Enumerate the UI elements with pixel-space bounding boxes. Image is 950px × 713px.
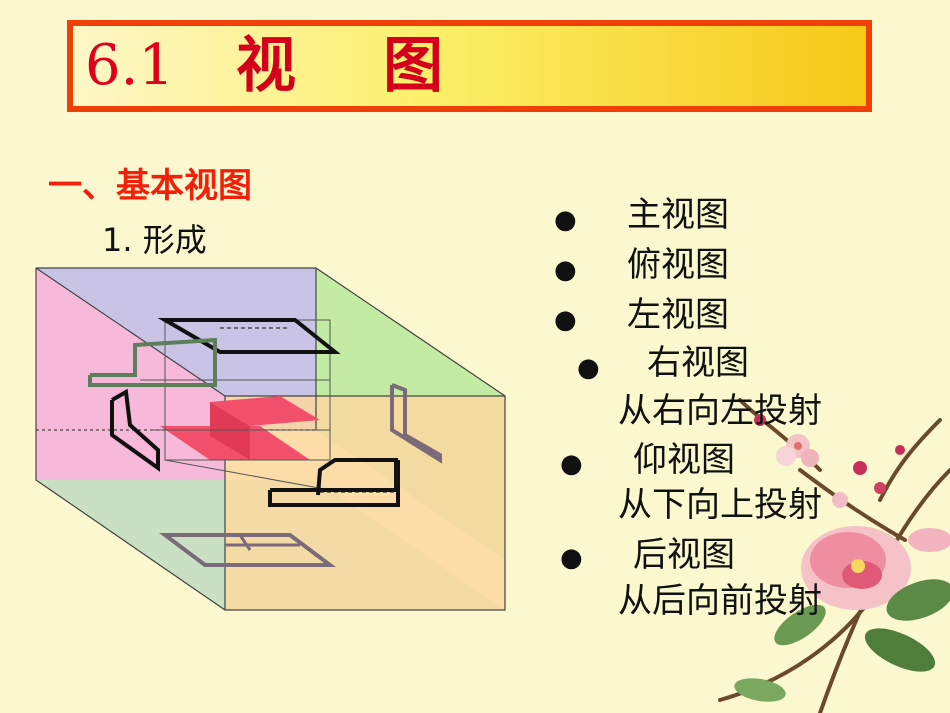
- view-label: 后视图: [633, 535, 735, 575]
- projection-box-diagram: [35, 267, 506, 611]
- back-view-outline: [88, 337, 217, 387]
- sub-heading: 1. 形成: [102, 221, 207, 259]
- view-label: 右视图: [647, 343, 749, 383]
- right-view-outline: [390, 383, 442, 464]
- section-heading: 一、基本视图: [48, 166, 252, 206]
- central-solid: [140, 319, 331, 491]
- view-label: 主视图: [627, 195, 729, 235]
- bullet-icon: ●: [577, 353, 600, 383]
- view-desc: 从右向左投射: [618, 391, 822, 431]
- view-label: 左视图: [627, 295, 729, 335]
- bullet-icon: ●: [554, 255, 577, 285]
- title-box: 6.1 视 图: [67, 20, 872, 112]
- view-desc: 从下向上投射: [618, 485, 822, 525]
- bullet-icon: ●: [554, 205, 577, 235]
- title-word-2: 图: [383, 31, 443, 101]
- bottom-view-outline: [159, 533, 336, 567]
- left-view-outline: [110, 388, 160, 472]
- front-view-outline: [270, 458, 398, 496]
- bullet-icon: ●: [554, 305, 577, 335]
- view-label: 仰视图: [633, 440, 735, 480]
- title-word-1: 视: [236, 31, 296, 101]
- bullet-icon: ●: [560, 543, 583, 573]
- bullet-icon: ●: [560, 449, 583, 479]
- view-desc: 从后向前投射: [618, 581, 822, 621]
- view-label: 俯视图: [627, 245, 729, 285]
- title-number: 6.1: [85, 33, 175, 98]
